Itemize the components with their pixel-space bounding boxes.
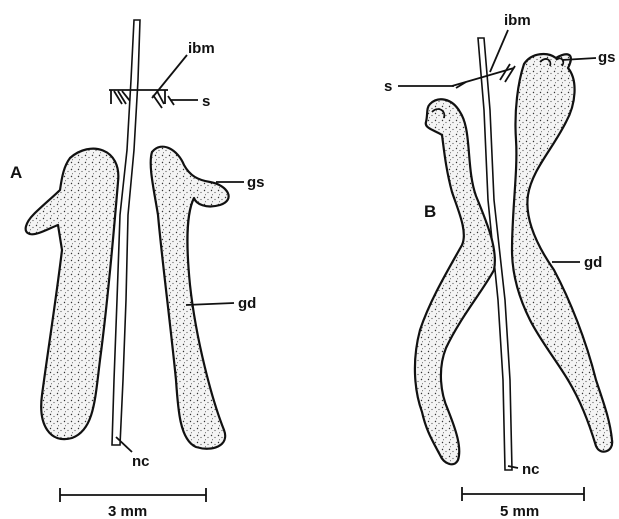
structure-s-a xyxy=(109,90,174,108)
scale-bar-b-label: 5 mm xyxy=(500,503,539,519)
scale-bar-a xyxy=(60,488,206,502)
label-s-b: s xyxy=(384,78,392,95)
label-gd-b: gd xyxy=(584,254,602,271)
gonad-a-left xyxy=(26,149,119,439)
label-nc-a: nc xyxy=(132,453,150,470)
panel-b: B ibm s gs gd nc xyxy=(384,12,616,519)
gonad-b-right xyxy=(512,54,612,452)
label-nc-b: nc xyxy=(522,461,540,478)
label-ibm-b: ibm xyxy=(504,12,531,29)
leader-ibm-a xyxy=(152,55,187,98)
leader-ibm-b xyxy=(490,30,508,72)
nerve-cord-a xyxy=(112,20,140,445)
gonad-b-left xyxy=(415,99,495,464)
scale-bar-b xyxy=(462,487,584,501)
label-s-a: s xyxy=(202,93,210,110)
panel-a-label: A xyxy=(10,163,22,182)
scale-bar-a-label: 3 mm xyxy=(108,503,147,519)
label-gs-a: gs xyxy=(247,174,265,191)
label-gs-b: gs xyxy=(598,49,616,66)
gonad-a-right xyxy=(151,147,229,449)
label-gd-a: gd xyxy=(238,295,256,312)
panel-a: A ibm s gs gd nc xyxy=(10,20,265,519)
panel-b-label: B xyxy=(424,202,436,221)
label-ibm-a: ibm xyxy=(188,40,215,57)
